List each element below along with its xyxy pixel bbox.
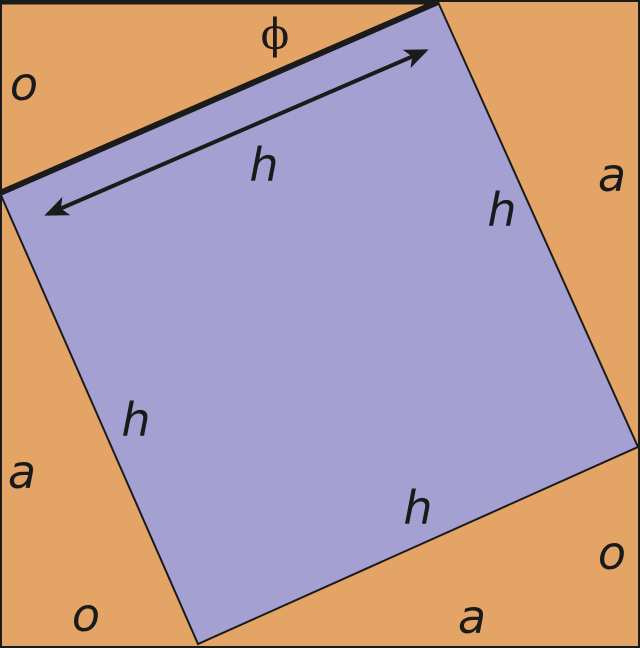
label-a-left: a: [8, 445, 36, 499]
label-h-bottom: h: [403, 481, 432, 535]
label-h-left: h: [121, 393, 150, 447]
label-a-bottom: a: [458, 590, 486, 644]
label-o-bottom: o: [72, 588, 100, 642]
label-o-top-left: o: [10, 57, 38, 111]
label-h-arrow: h: [249, 138, 278, 192]
length-arrow: [44, 49, 429, 216]
label-a-right: a: [598, 148, 626, 202]
angle-label: ϕ: [261, 10, 290, 59]
label-o-right: o: [598, 526, 626, 580]
label-h-right: h: [487, 183, 516, 237]
